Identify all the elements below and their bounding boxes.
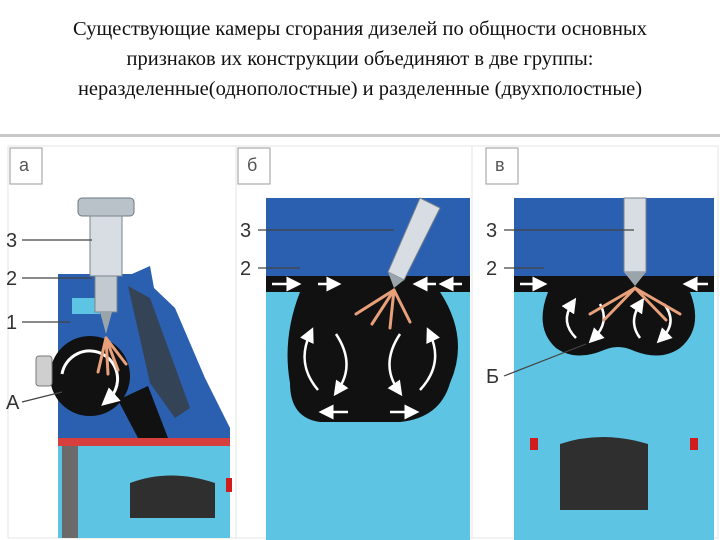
panel-v-nozzle [624,272,646,286]
panel-a-channel [118,386,168,438]
panel-b-tag: б [247,155,257,175]
panel-v-piston-ring-left [530,438,538,450]
panel-a-glow-plug [35,355,53,387]
panel-a-coolant-jacket [72,298,100,314]
panel-a-label-a: А [6,392,20,414]
panel-v-piston-ring-right [690,438,698,450]
panel-a-tag: а [19,155,30,175]
title-line-3: неразделенные(однополостные) и разделенн… [77,78,643,100]
panel-v-label-3: 3 [486,220,497,242]
panel-v-piston [560,437,648,510]
panel-a-injector-body [89,215,123,277]
panel-v-label-2: 2 [486,258,497,280]
panel-b-label-2: 2 [240,258,251,280]
panel-a-injector-cap [77,197,135,217]
panel-a-tag-box [9,147,43,185]
panel-v-combustion-chamber [542,292,696,356]
panel-b-label-3: 3 [240,220,251,242]
title-divider [0,134,720,137]
slide-title: Существующие камеры сгорания дизелей по … [0,14,720,104]
panel-a-piston [130,475,215,518]
panel-b-combustion-chamber [287,292,458,422]
panel-v-label-b: Б [486,366,499,388]
panel-a: а 3 2 [6,145,237,539]
panel-v: в 3 2 [471,145,719,540]
panel-v-squish-gap [514,276,714,292]
panel-a-label-1: 1 [6,312,17,334]
combustion-chambers-figure: а 3 2 [6,145,719,540]
panel-v-fuel-spray [588,286,682,322]
panel-a-piston-ring [226,478,232,492]
panel-a-fuel-spray [96,336,128,376]
panel-a-label-2: 2 [6,268,17,290]
panel-b-squish-gap [266,276,470,292]
panel-a-valve-stem [62,446,78,538]
panel-a-gasket [58,438,230,446]
panel-b-nozzle [388,272,404,288]
panel-b-tag-box [237,147,271,185]
panel-a-label-3: 3 [6,230,17,252]
panel-b-fuel-spray [354,288,412,330]
panel-v-injector [623,197,647,273]
title-line-2: признаков их конструкции объединяют в дв… [126,48,594,70]
panel-b: б 3 2 [235,145,473,540]
panel-a-injector-holder [94,275,118,313]
panel-v-tag-box [485,147,519,185]
panel-a-nozzle [100,312,112,334]
panel-v-tag: в [495,155,505,175]
title-line-1: Существующие камеры сгорания дизелей по … [73,18,647,40]
panel-v-cylinder-head [514,198,714,278]
panel-a-head-section [128,286,190,418]
